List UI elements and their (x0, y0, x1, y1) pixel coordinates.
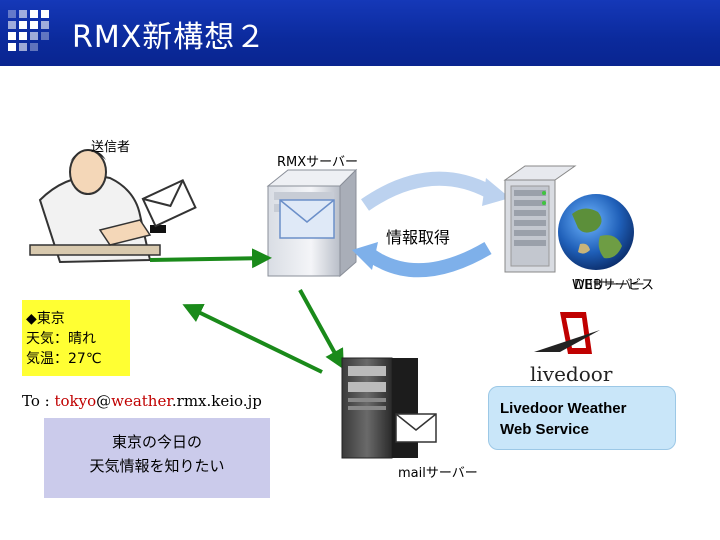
request-line-1: 東京の今日の (111, 433, 202, 451)
request-line-2: 天気情報を知りたい (89, 457, 225, 475)
livedoor-line-1: Livedoor Weather (500, 400, 627, 417)
to-address: To : tokyo@weather.rmx.keio.jp (22, 392, 262, 410)
request-text: 東京の今日の 天気情報を知りたい (44, 430, 270, 478)
globe-icon (558, 194, 634, 270)
to-user: tokyo (54, 392, 97, 410)
livedoor-logo-icon: livedoor (530, 312, 613, 386)
envelope-icon (141, 178, 197, 228)
rmx-server-label: RMXサーバー (277, 155, 359, 170)
info-cycle-arrows (352, 171, 510, 278)
note-temperature: 気温：27℃ (26, 351, 102, 367)
rmx-envelope-icon (279, 199, 335, 239)
db-server-icon (503, 165, 577, 273)
sender-to-rmx-arrow (149, 248, 272, 269)
to-prefix: To : (22, 392, 55, 410)
mail-server-label: mailサーバー (398, 466, 478, 481)
to-domain: weather (111, 392, 172, 410)
note-weather: 天気：晴れ (26, 331, 96, 347)
mail-envelope-icon (395, 413, 437, 443)
weather-note (22, 300, 130, 376)
db-server-label: DBサーバー (574, 278, 645, 293)
weather-note-text: ◆東京 天気：晴れ 気温：27℃ (26, 309, 102, 369)
rmx-to-mail-arrow (298, 289, 344, 370)
mail-to-note-arrow (182, 303, 323, 374)
livedoor-logo-text: livedoor (530, 362, 613, 386)
web-service-label: WEBサービス (572, 278, 654, 293)
livedoor-service-text: Livedoor Weather Web Service (500, 398, 626, 440)
header-bar (0, 0, 720, 66)
sender-person-icon (29, 149, 166, 264)
livedoor-line-2: Web Service (500, 421, 589, 438)
mail-server-icon (341, 357, 418, 459)
to-at: @ (96, 392, 112, 410)
sender-label: 送信者 (91, 140, 131, 155)
page-title: RMX新構想２ (72, 20, 267, 55)
note-location: ◆東京 (26, 311, 65, 327)
to-suffix: .rmx.keio.jp (171, 392, 262, 410)
livedoor-service-box (488, 386, 676, 450)
grid-logo-icon (8, 10, 49, 51)
request-box (44, 418, 270, 498)
info-fetch-label: 情報取得 (386, 228, 451, 247)
